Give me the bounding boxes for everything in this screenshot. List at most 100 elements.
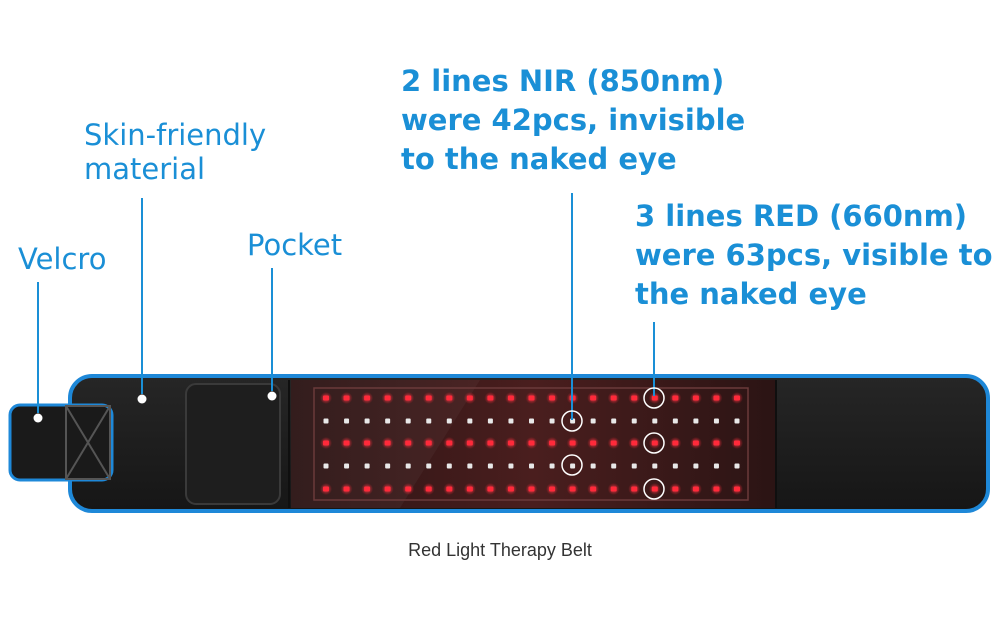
nir-led [590,418,596,424]
red-highlight-1 [643,387,665,409]
nir-led [611,463,617,469]
nir-led [467,463,473,469]
red-led [384,486,391,492]
red-led [323,440,329,446]
red-led [425,395,432,401]
nir-led [364,418,370,424]
nir-led [672,463,678,469]
skin-label-line-1: Skin-friendly [84,118,267,152]
red-led [734,486,740,492]
red-led [549,440,556,446]
red-led [631,395,638,401]
red-led [466,395,473,401]
skin-material-label: Skin-friendly material [84,118,266,186]
red-led [528,440,535,446]
red-led [610,440,617,446]
red-led [672,395,679,401]
nir-label: 2 lines NIR (850nm) were 42pcs, invisibl… [401,62,745,179]
nir-label-line-3: to the naked eye [401,142,677,176]
nir-led [631,463,637,469]
nir-led [385,463,391,469]
red-led [487,395,494,401]
velcro-label-text: Velcro [18,242,107,276]
red-led [507,486,514,492]
nir-led [426,418,432,424]
nir-led [672,418,678,424]
pocket [185,383,281,505]
nir-led [487,418,493,424]
nir-led [734,418,740,424]
nir-led [611,418,617,424]
red-led [405,486,412,492]
red-led [384,395,391,401]
nir-led [549,463,555,469]
nir-led [631,418,637,424]
red-led [323,395,329,401]
red-led [569,486,576,492]
pocket-label: Pocket [247,228,342,262]
nir-led [323,418,329,424]
red-led [713,395,720,401]
red-led [364,440,371,446]
red-led [549,486,556,492]
red-led [364,486,371,492]
red-led [590,440,597,446]
nir-led [364,463,370,469]
red-led [446,395,453,401]
red-led [487,486,494,492]
nir-led [713,418,719,424]
red-led [713,486,720,492]
red-led [651,486,658,492]
velcro-buckle [65,405,111,480]
nir-led [713,463,719,469]
red-label-line-2: were 63pcs, visible to [635,238,993,272]
velcro-callout-dot [33,413,43,423]
nir-led [652,418,658,424]
nir-label-line-1: 2 lines NIR (850nm) [401,64,725,98]
nir-led [467,418,473,424]
red-highlight-3 [643,478,665,500]
red-led [672,440,679,446]
red-highlight-2 [643,432,665,454]
red-led [692,486,699,492]
red-led [549,395,556,401]
nir-led [405,463,411,469]
caption: Red Light Therapy Belt [408,540,592,560]
nir-highlight-1 [561,410,583,432]
red-led [425,486,432,492]
red-led [651,440,658,446]
red-led [343,395,350,401]
red-led [692,440,699,446]
nir-led [693,463,699,469]
velcro-label: Velcro [18,242,106,276]
red-label: 3 lines RED (660nm) were 63pcs, visible … [635,197,993,314]
red-led [425,440,432,446]
nir-led [734,463,740,469]
nir-led [405,418,411,424]
red-led [692,395,699,401]
red-led [713,440,720,446]
red-led [610,486,617,492]
velcro-strap [8,403,114,482]
red-led [590,486,597,492]
nir-highlight-2 [561,454,583,476]
nir-led [590,463,596,469]
red-led [364,395,371,401]
red-led [405,395,412,401]
red-led [507,395,514,401]
red-led [446,440,453,446]
led-frame [313,387,749,501]
red-led [631,440,638,446]
red-led [343,486,350,492]
nir-led [323,463,329,469]
skin-callout-dot [137,394,147,404]
red-led [405,440,412,446]
red-led [569,440,576,446]
nir-led [344,418,350,424]
red-led [487,440,494,446]
red-led [734,395,740,401]
red-led [610,395,617,401]
nir-led [446,418,452,424]
red-led [651,395,658,401]
